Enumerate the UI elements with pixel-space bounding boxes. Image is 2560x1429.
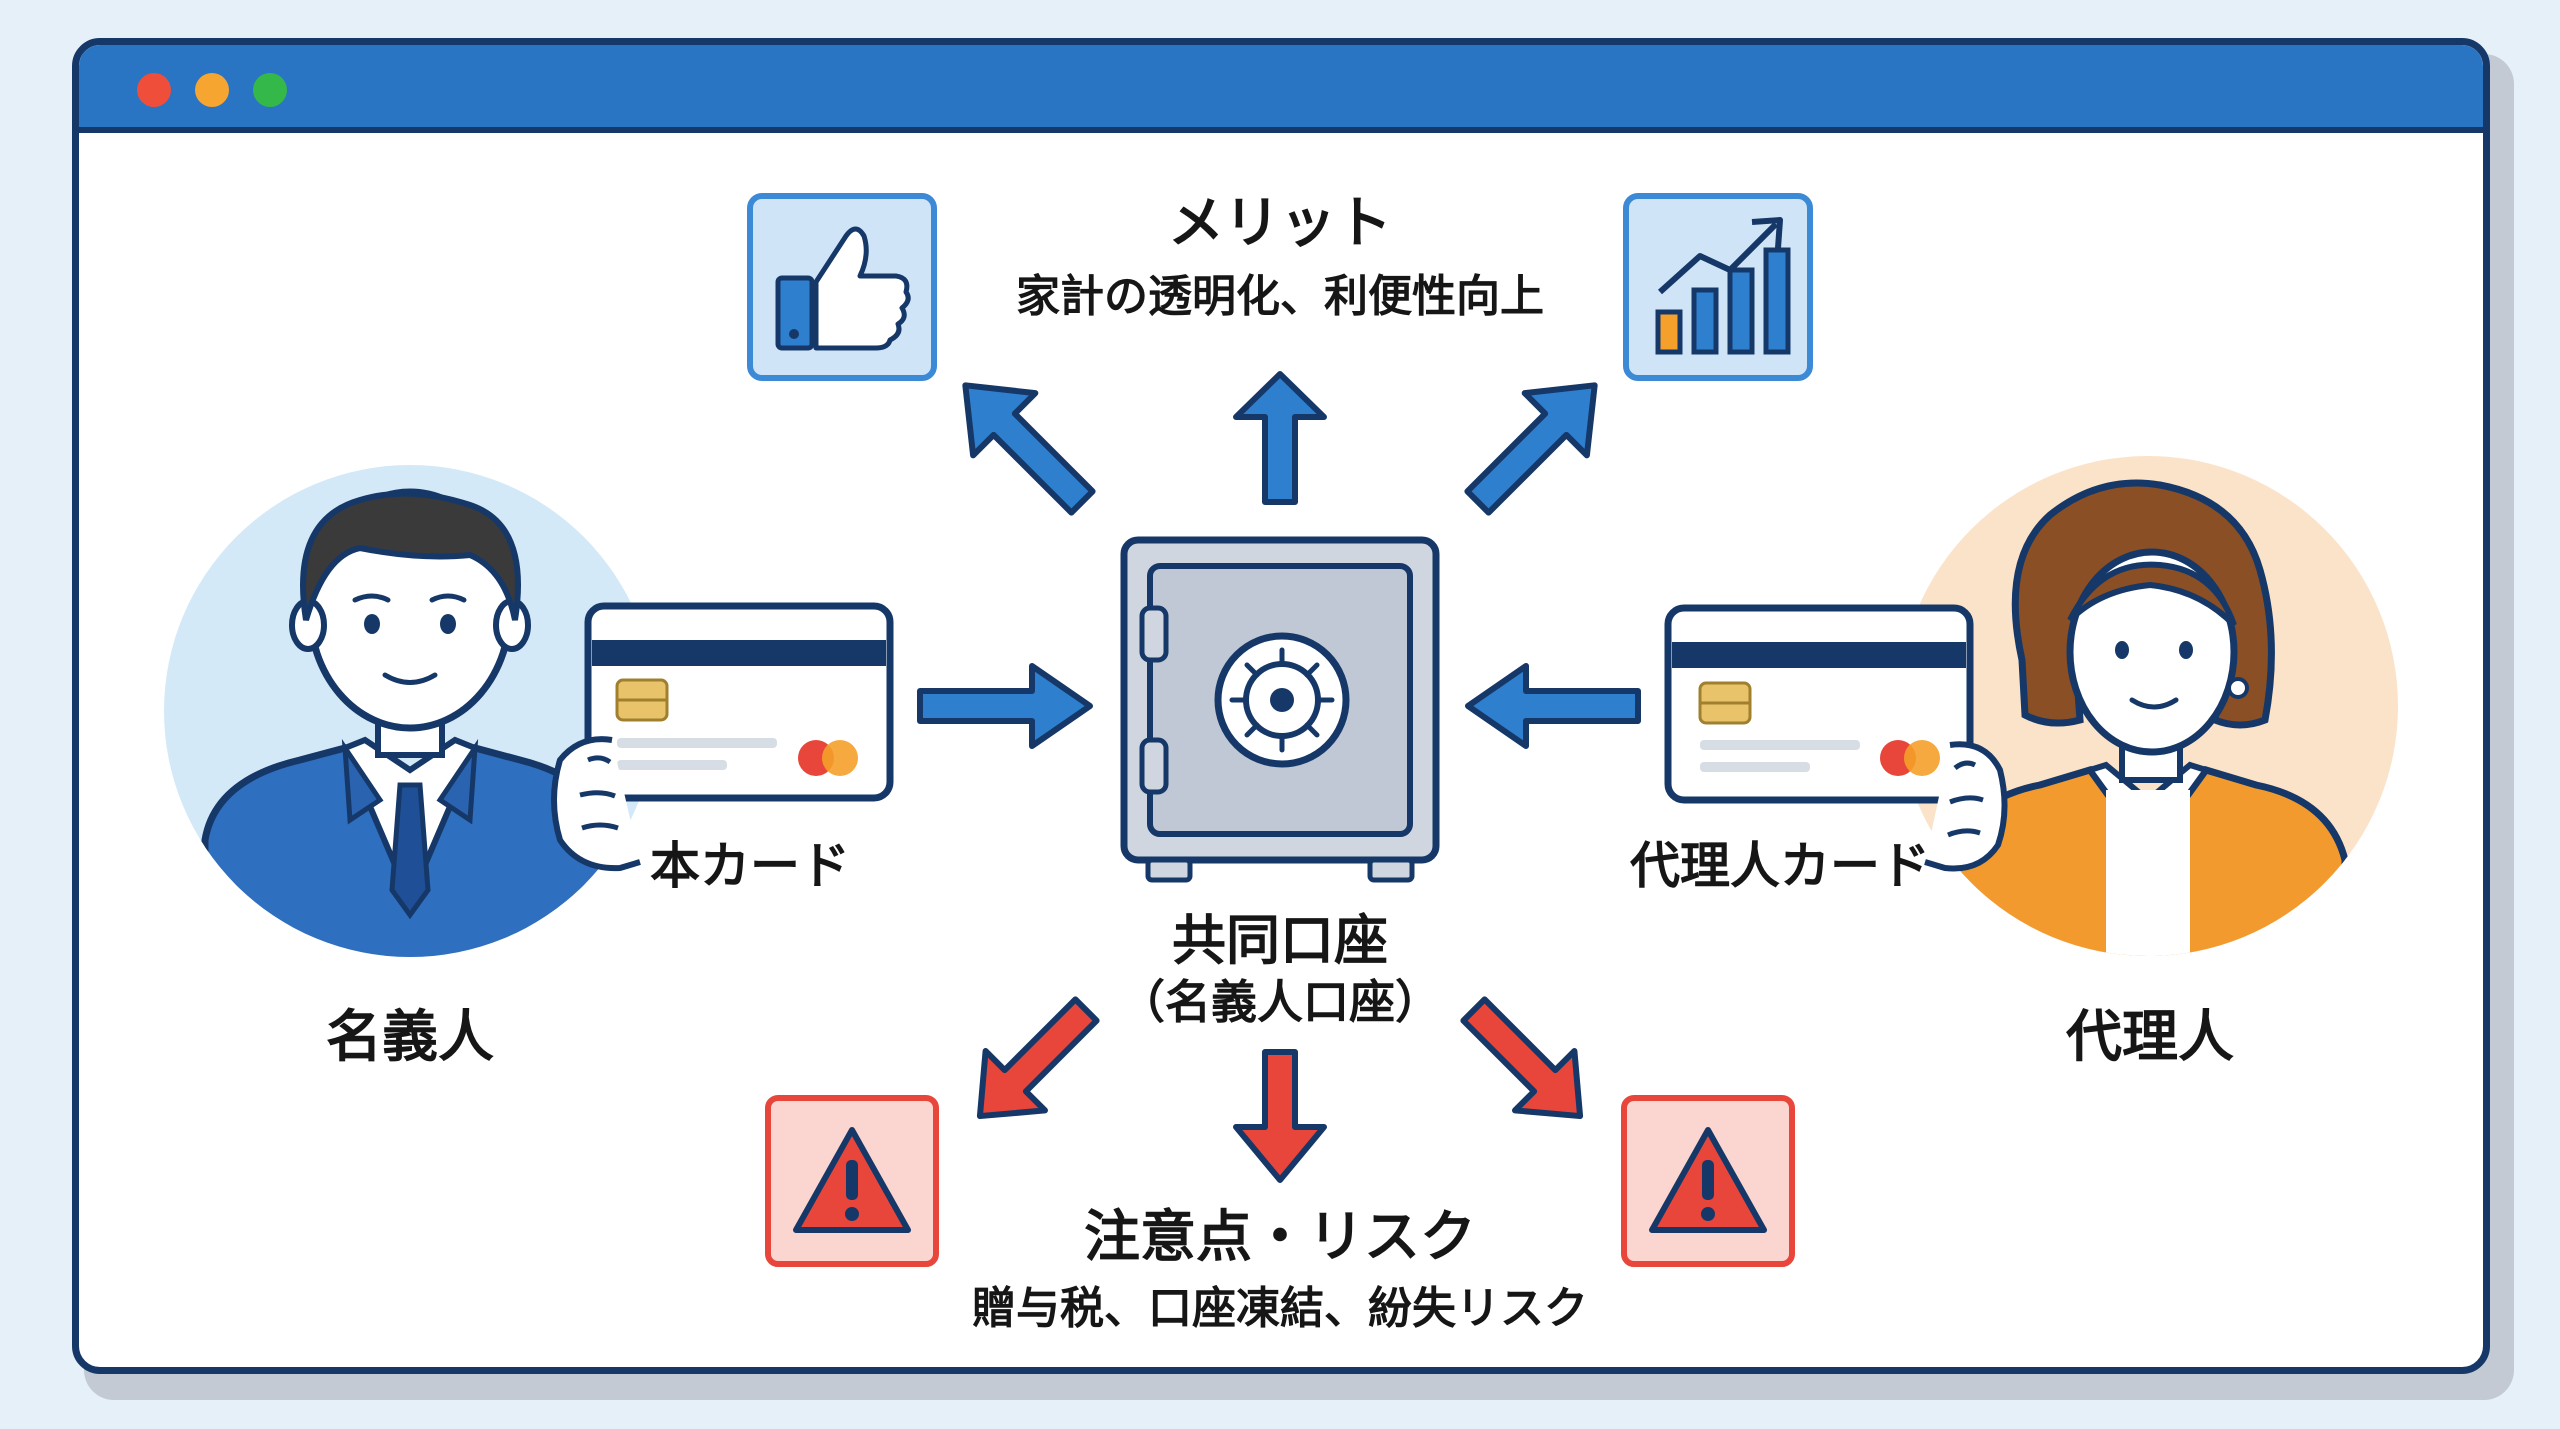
- owner-card-label: 本カード: [650, 837, 850, 895]
- safe-icon: [1120, 536, 1440, 883]
- proxy-illustration: [1898, 456, 2398, 956]
- thumbs-up-icon: [747, 193, 937, 381]
- proxy-label: 代理人: [2066, 1005, 2234, 1070]
- arrow-up-right-icon: [1464, 382, 1598, 516]
- chart-up-icon: [1623, 193, 1813, 381]
- owner-illustration: [164, 465, 656, 957]
- close-button[interactable]: [137, 73, 171, 107]
- owner-card: [584, 602, 894, 802]
- owner-hand: [551, 736, 641, 872]
- arrow-up-left-icon: [962, 382, 1096, 516]
- warning-icon: [1621, 1095, 1795, 1267]
- arrow-down-left-icon: [976, 996, 1100, 1120]
- minimize-button[interactable]: [195, 73, 229, 107]
- proxy-hand: [1924, 741, 2008, 872]
- account-title: 共同口座: [1172, 909, 1388, 972]
- arrow-left-icon: [1465, 663, 1641, 749]
- account-subtitle: （名義人口座）: [1119, 975, 1441, 1029]
- arrow-up-icon: [1233, 371, 1327, 505]
- proxy-card-label: 代理人カード: [1630, 837, 1930, 895]
- maximize-button[interactable]: [253, 73, 287, 107]
- arrow-down-right-icon: [1460, 996, 1584, 1120]
- arrow-right-icon: [917, 663, 1093, 749]
- merit-description: 家計の透明化、利便性向上: [1016, 271, 1544, 322]
- merit-title: メリット: [1168, 191, 1392, 256]
- warning-icon: [765, 1095, 939, 1267]
- owner-label: 名義人: [326, 1005, 494, 1070]
- proxy-card: [1664, 604, 1974, 804]
- title-bar: [79, 45, 2483, 133]
- risk-title: 注意点・リスク: [1084, 1205, 1476, 1270]
- arrow-down-icon: [1233, 1049, 1327, 1183]
- risk-description: 贈与税、口座凍結、紛失リスク: [972, 1283, 1588, 1334]
